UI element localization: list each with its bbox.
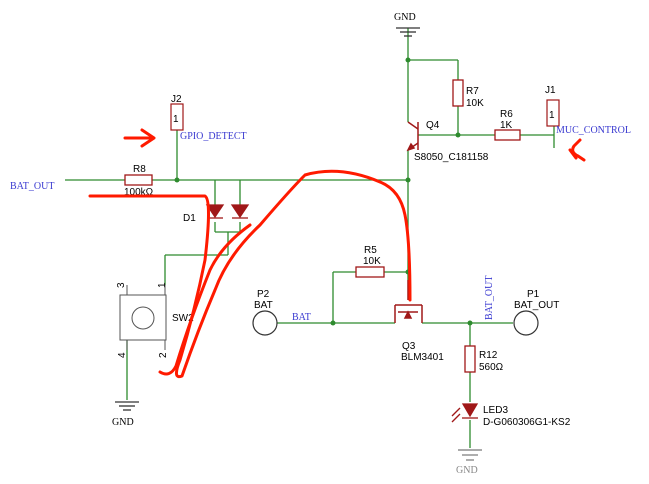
- gnd-led-label: GND: [456, 465, 478, 476]
- gnd-symbol-bottom: [115, 401, 139, 411]
- j2-pin: 1: [173, 114, 179, 125]
- r5-value: 10K: [363, 256, 381, 267]
- red-annotations: [88, 128, 586, 379]
- j1-header: [546, 99, 560, 127]
- q4-part: S8050_C181158: [414, 152, 489, 163]
- r5-ref: R5: [364, 245, 377, 256]
- q4-ref: Q4: [426, 120, 440, 131]
- j2-header: [170, 103, 184, 131]
- gnd-top-label: GND: [394, 12, 416, 23]
- led3-diode: [451, 403, 479, 423]
- muc-control-net: MUC_CONTROL: [556, 125, 631, 136]
- p1-connector: [513, 310, 539, 336]
- p1-ref: P1: [527, 289, 540, 300]
- r7-ref: R7: [466, 86, 479, 97]
- j1-pin: 1: [549, 110, 555, 121]
- r12-ref: R12: [479, 350, 498, 361]
- j2-ref: J2: [171, 94, 182, 105]
- gpio-detect-net: GPIO_DETECT: [180, 131, 247, 142]
- current-path-tail-annotation: [158, 223, 252, 376]
- arrow-gpio-annotation: [123, 128, 156, 148]
- sw2-ref: SW2: [172, 313, 194, 324]
- r8-ref: R8: [133, 164, 146, 175]
- p2-ref: P2: [257, 289, 270, 300]
- led3-ref: LED3: [483, 405, 508, 416]
- gnd-symbol-top: [396, 27, 420, 37]
- p1-name: BAT_OUT: [514, 300, 559, 311]
- r5-resistor: [355, 266, 385, 278]
- bat-out-left-net: BAT_OUT: [10, 181, 54, 192]
- sw-pin-1: 1: [157, 282, 168, 288]
- r8-resistor: [124, 174, 153, 186]
- r12-resistor: [464, 345, 476, 373]
- j1-ref: J1: [545, 85, 556, 96]
- sw-pin-3: 3: [116, 282, 127, 288]
- gnd-bottom-label: GND: [112, 417, 134, 428]
- bat-net-label: BAT: [292, 312, 311, 323]
- d1-diode: [205, 204, 250, 219]
- q4-transistor: [406, 121, 419, 152]
- bat-out-vertical-net: BAT_OUT: [484, 276, 495, 320]
- q3-mosfet: [394, 280, 423, 323]
- r12-value: 560Ω: [479, 362, 504, 373]
- led3-part: D-G060306G1-KS2: [483, 417, 571, 428]
- p2-connector: [252, 310, 278, 336]
- gnd-symbol-led: [458, 449, 482, 461]
- q3-ref: Q3: [402, 341, 416, 352]
- junctions: [174, 57, 473, 326]
- sw-pin-2: 2: [158, 352, 169, 358]
- sw-pin-4: 4: [117, 352, 128, 358]
- sw2-switch: [119, 285, 167, 350]
- r6-value: 1K: [500, 120, 513, 131]
- r6-ref: R6: [500, 109, 513, 120]
- q3-part: BLM3401: [401, 352, 444, 363]
- d1-ref: D1: [183, 213, 196, 224]
- r7-value: 10K: [466, 98, 484, 109]
- arrow-muc-annotation: [568, 138, 586, 162]
- current-path-annotation: [88, 169, 412, 379]
- r7-resistor: [452, 79, 464, 107]
- r8-value: 100kΩ: [124, 187, 154, 198]
- p2-name: BAT: [254, 300, 273, 311]
- wires: [65, 28, 555, 448]
- r6-resistor: [494, 129, 521, 141]
